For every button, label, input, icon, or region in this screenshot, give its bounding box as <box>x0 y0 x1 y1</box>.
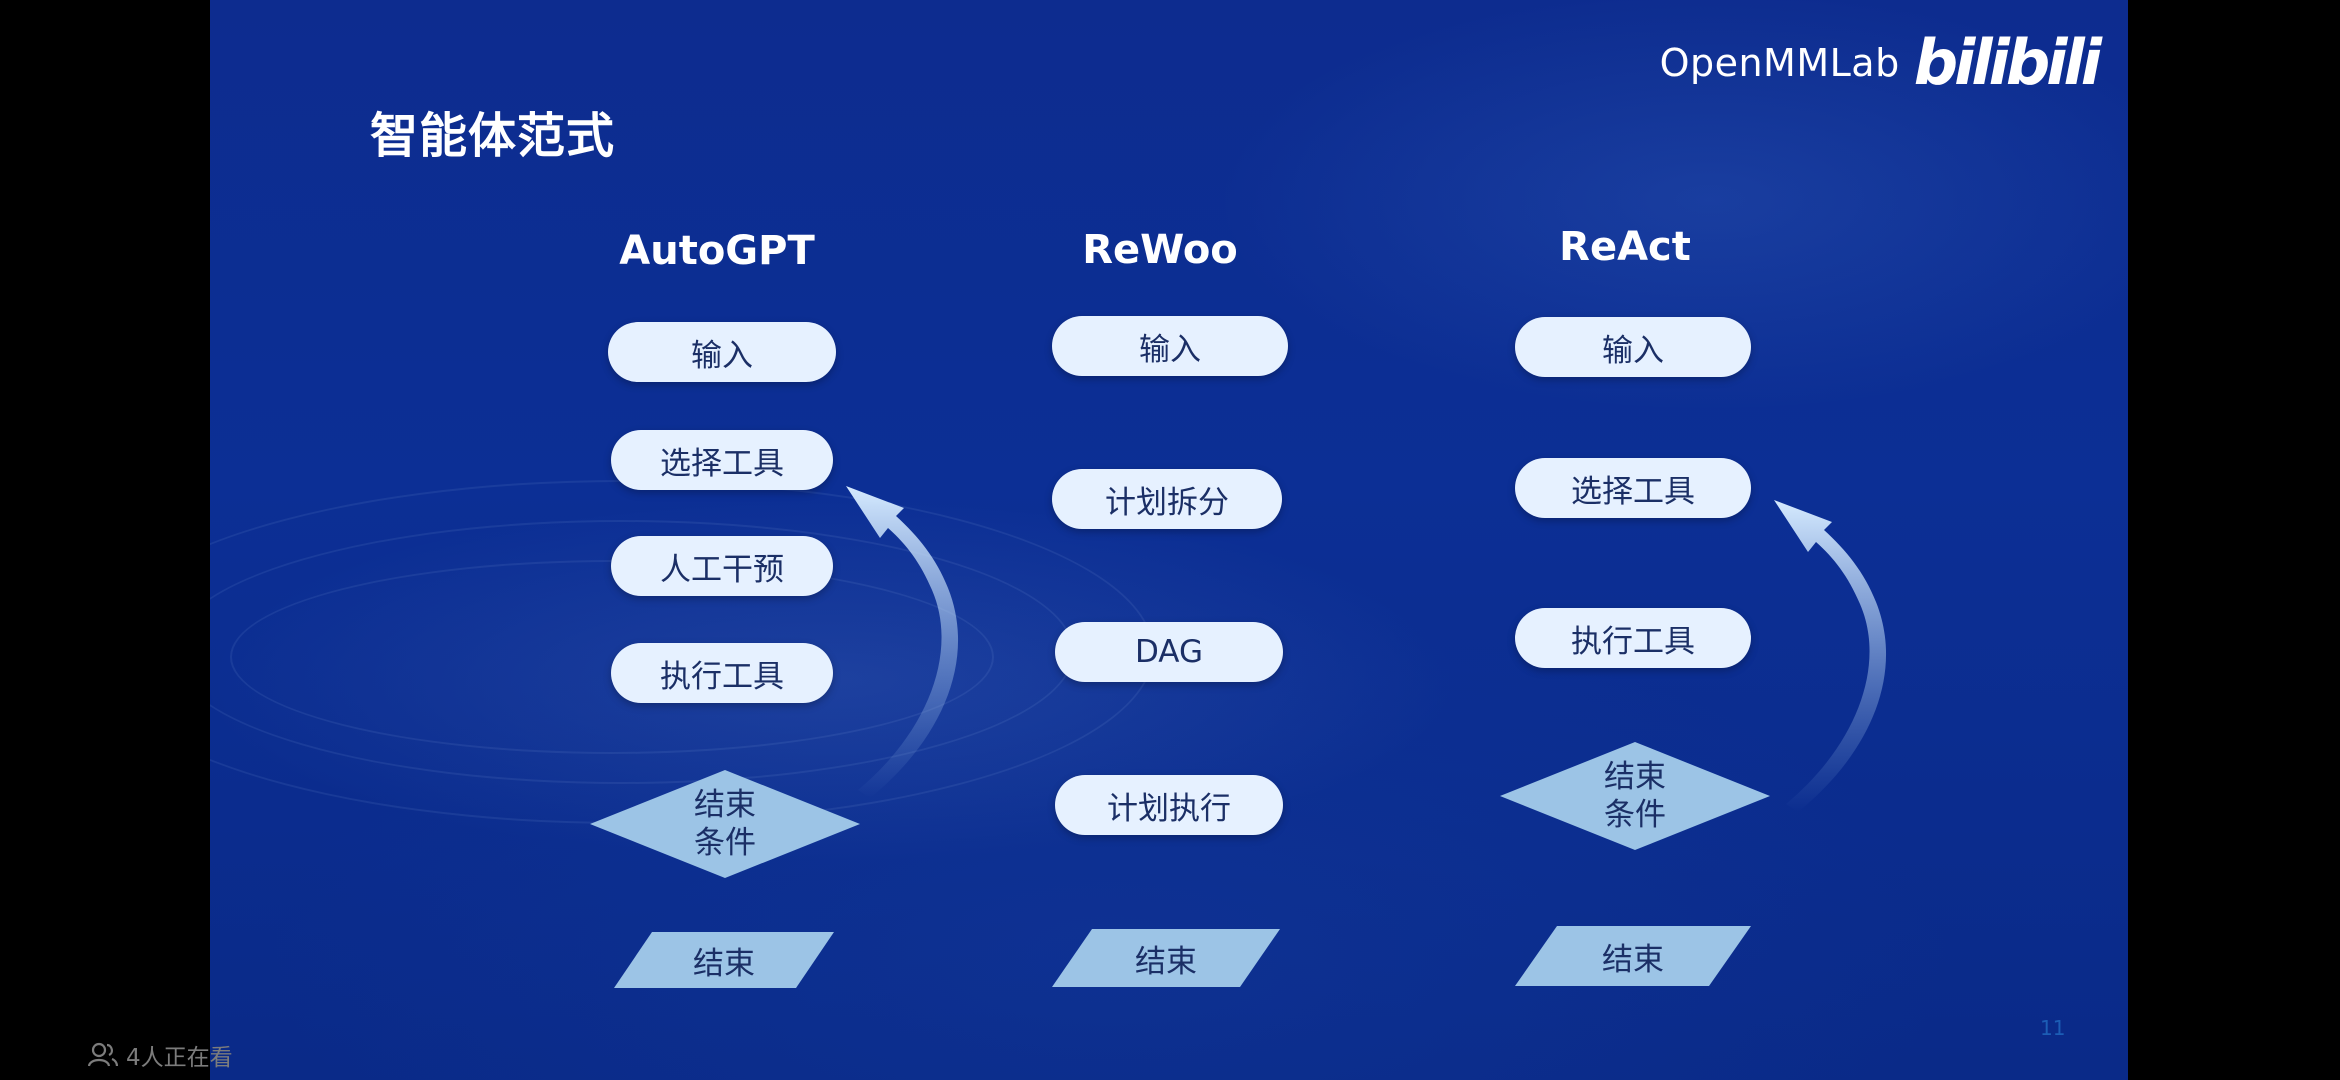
slide-title: 智能体范式 <box>370 108 616 164</box>
flow-terminal-end: 结束 <box>614 932 834 988</box>
flow-node-input: 输入 <box>608 322 836 382</box>
flow-terminal-end: 结束 <box>1052 929 1280 987</box>
flow-terminal-end: 结束 <box>1515 926 1751 986</box>
flow-node-dag: DAG <box>1055 622 1283 682</box>
flow-node-select-tool: 选择工具 <box>1515 458 1751 518</box>
flow-node-human-intervention: 人工干预 <box>611 536 833 596</box>
people-icon <box>88 1042 118 1067</box>
column-title-react: ReAct <box>1559 224 1691 270</box>
flow-node-execute-tool: 执行工具 <box>1515 608 1751 668</box>
flow-decision-end-condition: 结束 条件 <box>1500 742 1770 850</box>
column-title-rewoo: ReWoo <box>1082 227 1238 273</box>
viewer-count-text: 4人正在看 <box>126 1045 233 1071</box>
decision-label-line: 条件 <box>694 825 756 861</box>
presentation-slide: 智能体范式 OpenMMLab bilibili AutoGPT 输入 选择工具… <box>210 0 2128 1080</box>
terminal-label: 结束 <box>1602 941 1664 978</box>
flow-node-input: 输入 <box>1052 316 1288 376</box>
flow-node-plan-split: 计划拆分 <box>1052 469 1282 529</box>
openmmlab-logo-text: OpenMMLab <box>1659 41 1900 85</box>
loop-back-arrow <box>1774 500 1887 812</box>
column-title-autogpt: AutoGPT <box>619 228 815 274</box>
flow-node-input: 输入 <box>1515 317 1751 377</box>
terminal-label: 结束 <box>693 945 755 982</box>
flow-decision-end-condition: 结束 条件 <box>590 770 860 878</box>
page-number: 11 <box>2040 1016 2066 1040</box>
logo: OpenMMLab bilibili <box>1659 26 2102 99</box>
flow-node-plan-execute: 计划执行 <box>1055 775 1283 835</box>
viewer-count: 4人正在看 <box>88 1038 233 1072</box>
bilibili-logo: bilibili <box>1913 26 2102 99</box>
decision-label-line: 结束 <box>1604 759 1666 795</box>
flow-node-select-tool: 选择工具 <box>611 430 833 490</box>
decision-label-line: 条件 <box>1604 797 1666 833</box>
decision-label-line: 结束 <box>694 787 756 823</box>
loop-back-arrow <box>846 486 959 798</box>
flow-node-execute-tool: 执行工具 <box>611 643 833 703</box>
terminal-label: 结束 <box>1135 943 1197 980</box>
